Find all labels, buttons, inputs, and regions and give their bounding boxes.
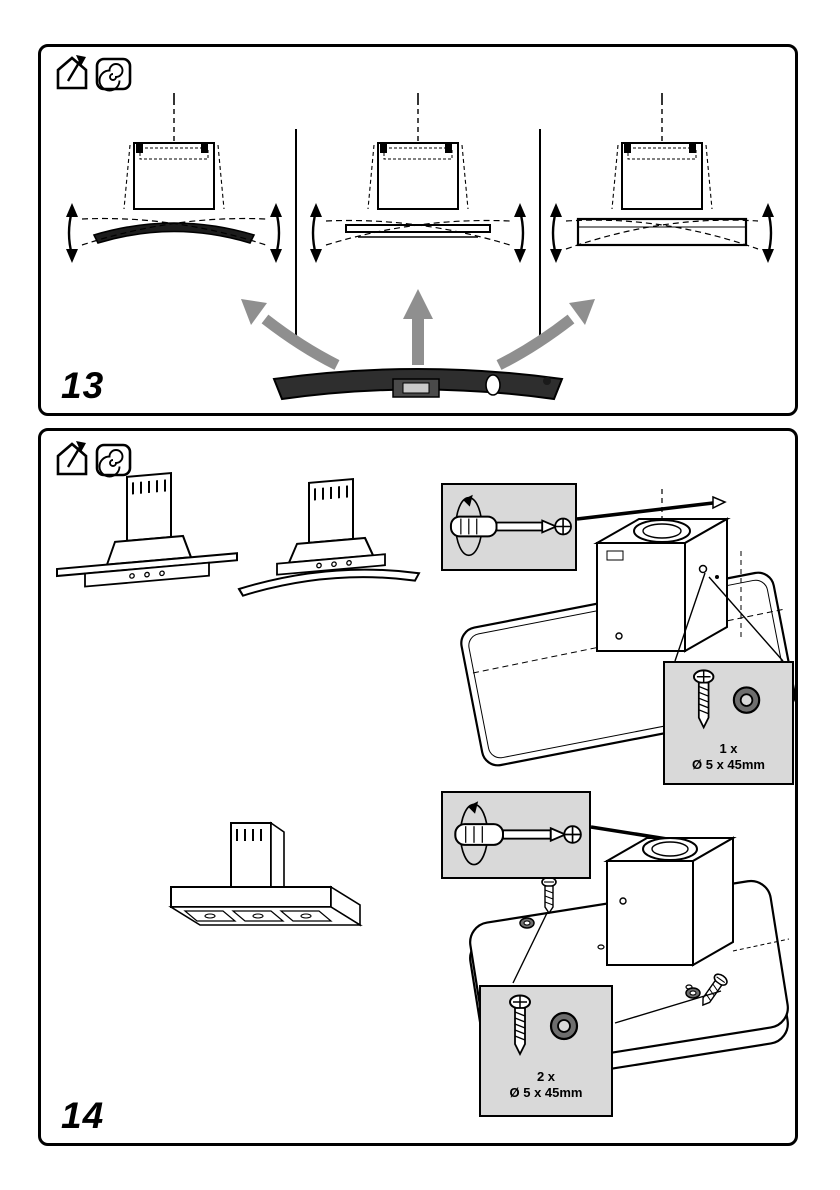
curved-glass-wall-hood — [237, 477, 421, 597]
screw-quantity: 2 x — [536, 1069, 556, 1084]
washer-icon — [732, 686, 760, 714]
glass-visor-with-center-bracket — [272, 368, 564, 401]
screw-and-washer-icons — [692, 669, 760, 730]
step-13-artwork — [56, 55, 774, 401]
screw-and-washer-icons — [509, 994, 579, 1057]
box-hood-alignment — [550, 93, 774, 263]
step-14-panel: 1 x Ø 5 x 45mm — [38, 428, 798, 1146]
ducted-extraction-mode-icon — [56, 441, 88, 476]
three-gray-direction-arrows — [241, 289, 595, 370]
motor-unit-on-panel-two-screws — [469, 825, 790, 1087]
step-13-panel: 13 — [38, 44, 798, 416]
screw-callout-1x: 1 x Ø 5 x 45mm — [663, 661, 794, 785]
wood-screw-icon — [702, 973, 728, 1007]
step-14-artwork — [56, 441, 795, 1087]
screw-spec-2: 2 x Ø 5 x 45mm — [481, 1069, 611, 1101]
phillips-screwdriver-icon — [449, 494, 572, 557]
screw-spec-1: 1 x Ø 5 x 45mm — [665, 741, 792, 773]
step-number-14: 14 — [61, 1095, 105, 1136]
screw-callout-2x: 2 x Ø 5 x 45mm — [479, 985, 613, 1117]
screw-quantity: 1 x — [719, 741, 738, 756]
flat-glass-hood-alignment — [310, 93, 526, 263]
step-number-13: 13 — [61, 365, 105, 406]
wood-screw-icon — [509, 994, 531, 1057]
box-island-hood — [168, 821, 363, 927]
ducted-extraction-mode-icon — [56, 55, 88, 90]
washer-icon — [549, 1011, 579, 1041]
screwdriver-callout-1 — [441, 483, 577, 571]
screwdriver-callout-2 — [441, 791, 591, 879]
phillips-screwdriver-icon — [454, 801, 582, 866]
curved-glass-hood-alignment — [66, 93, 282, 263]
flat-glass-wall-hood — [56, 471, 238, 588]
wood-screw-icon — [692, 669, 714, 730]
screw-dimensions: Ø 5 x 45mm — [509, 1084, 583, 1100]
wood-screw-icon — [541, 876, 557, 915]
recirculation-mode-icon — [95, 57, 132, 92]
screw-dimensions: Ø 5 x 45mm — [692, 756, 765, 772]
recirculation-mode-icon — [95, 443, 132, 478]
